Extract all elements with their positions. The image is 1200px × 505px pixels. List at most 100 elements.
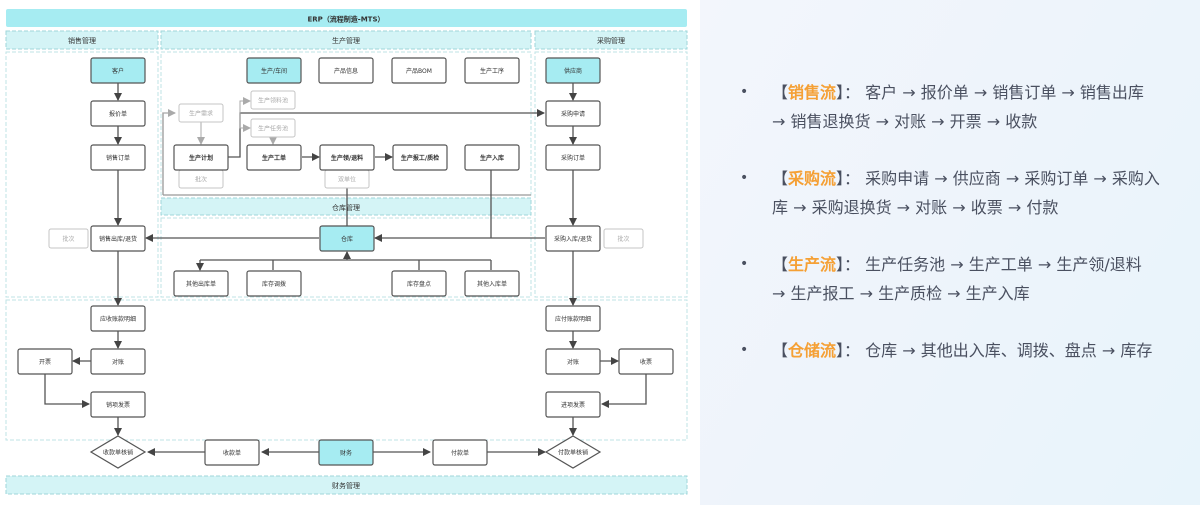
node-prod-inbound[interactable]: 生产入库: [464, 144, 520, 171]
node-report-qc[interactable]: 生产报工/质检: [392, 144, 448, 171]
node-plan-batch[interactable]: 批次: [178, 169, 224, 189]
node-product-bom[interactable]: 产品BOM: [391, 57, 447, 84]
svg-text:生产工单: 生产工单: [262, 154, 286, 162]
node-pick-return[interactable]: 生产领/退料: [319, 144, 375, 171]
svg-text:客户: 客户: [112, 67, 124, 75]
flow-text: 客户 → 报价单 → 销售订单 → 销售出库 → 销售退换货 → 对账 → 开票…: [772, 83, 1144, 131]
node-process[interactable]: 生产工序: [464, 57, 520, 84]
separator: ：: [844, 169, 861, 188]
node-other-in[interactable]: 其他入库单: [464, 270, 520, 297]
node-ar-detail[interactable]: 应收账款明细: [90, 305, 146, 332]
flow-item-purchase: • 【采购流】： 采购申请 → 供应商 → 采购订单 → 采购入库 → 采购退换…: [740, 164, 1160, 222]
svg-text:开票: 开票: [39, 359, 51, 366]
bracket-close: 】: [836, 83, 845, 102]
node-work-order[interactable]: 生产工单: [246, 144, 302, 171]
node-purchase-order[interactable]: 采购订单: [545, 144, 601, 171]
svg-text:财务管理: 财务管理: [332, 481, 360, 490]
svg-text:其他出库单: 其他出库单: [186, 280, 216, 288]
node-purchase-reconcile[interactable]: 对账: [545, 348, 601, 375]
node-receipt-writeoff[interactable]: 收款单核销: [89, 435, 147, 469]
node-supplier[interactable]: 供应商: [545, 57, 601, 84]
svg-text:批次: 批次: [617, 235, 629, 243]
node-task-pool[interactable]: 生产任务池: [250, 118, 296, 138]
svg-text:生产计划: 生产计划: [189, 154, 213, 162]
svg-text:生产需求: 生产需求: [189, 110, 213, 118]
node-prod-plan[interactable]: 生产计划: [173, 144, 229, 171]
svg-text:销售出库/退货: 销售出库/退货: [99, 235, 137, 243]
svg-text:进项发票: 进项发票: [561, 401, 585, 409]
flow-text: 生产任务池 → 生产工单 → 生产领/退料 → 生产报工 → 生产质检 → 生产…: [772, 255, 1142, 303]
node-stocktake[interactable]: 库存盘点: [391, 270, 447, 297]
separator: ：: [844, 341, 861, 360]
svg-text:销项发票: 销项发票: [106, 401, 130, 409]
svg-text:付款单核销: 付款单核销: [558, 449, 588, 457]
flow-text: 采购申请 → 供应商 → 采购订单 → 采购入库 → 采购退换货 → 对账 → …: [772, 169, 1160, 217]
svg-text:产品BOM: 产品BOM: [406, 67, 432, 75]
svg-text:库存调拨: 库存调拨: [262, 280, 286, 288]
bracket-open: 【: [772, 83, 789, 102]
node-sales-invoice[interactable]: 销项发票: [90, 391, 146, 418]
node-payment-writeoff[interactable]: 付款单核销: [544, 435, 602, 469]
node-purchase-invoice[interactable]: 进项发票: [545, 391, 601, 418]
node-invoice-issue[interactable]: 开票: [17, 348, 73, 375]
node-dual-unit[interactable]: 双单位: [324, 169, 370, 189]
svg-text:生产/车间: 生产/车间: [261, 67, 287, 75]
svg-text:批次: 批次: [62, 235, 74, 243]
edge-receiveinvoice-purchaseinvoice: [601, 374, 647, 408]
node-warehouse[interactable]: 仓库: [319, 225, 375, 252]
section-header-production: 生产管理: [160, 30, 532, 50]
ghost-connectors: [163, 97, 277, 145]
svg-text:收款单: 收款单: [223, 449, 241, 457]
node-sales-order[interactable]: 销售订单: [90, 144, 146, 171]
node-sales-batch[interactable]: 批次: [48, 228, 89, 249]
svg-text:采购申请: 采购申请: [561, 110, 585, 118]
section-header-warehouse: 仓库管理: [160, 197, 532, 216]
svg-text:生产任务池: 生产任务池: [258, 125, 288, 133]
node-payment[interactable]: 付款单: [432, 439, 488, 466]
node-prod-demand[interactable]: 生产需求: [178, 103, 224, 123]
connectors: [44, 83, 647, 456]
bracket-close: 】: [836, 169, 845, 188]
node-purchase-request[interactable]: 采购申请: [545, 100, 601, 127]
svg-text:仓库: 仓库: [341, 235, 353, 243]
node-quote[interactable]: 报价单: [90, 100, 146, 127]
svg-text:采购管理: 采购管理: [597, 36, 625, 45]
node-transfer[interactable]: 库存调拨: [246, 270, 302, 297]
node-other-out[interactable]: 其他出库单: [173, 270, 229, 297]
diagram-title: ERP（流程制造-MTS）: [308, 15, 385, 24]
node-sales-reconcile[interactable]: 对账: [90, 348, 146, 375]
svg-text:生产管理: 生产管理: [332, 36, 360, 45]
node-customer[interactable]: 客户: [90, 57, 146, 84]
svg-text:收款单核销: 收款单核销: [103, 449, 133, 457]
node-purchase-batch[interactable]: 批次: [603, 228, 644, 249]
svg-text:付款单: 付款单: [451, 449, 469, 457]
svg-text:生产领料池: 生产领料池: [258, 97, 288, 105]
node-invoice-receive[interactable]: 收票: [618, 348, 674, 375]
flow-title: 生产流: [788, 255, 837, 274]
node-material-pool[interactable]: 生产领料池: [250, 90, 296, 110]
node-ap-detail[interactable]: 应付账款明细: [545, 305, 601, 332]
svg-text:销售管理: 销售管理: [68, 36, 96, 45]
node-receipt[interactable]: 收款单: [204, 439, 260, 466]
flow-text: 仓库 → 其他出入库、调拨、盘点 → 库存: [865, 341, 1153, 360]
node-sales-outbound[interactable]: 销售出库/退货: [90, 225, 146, 252]
node-workshop[interactable]: 生产/车间: [246, 57, 302, 84]
section-body-sales: [5, 51, 159, 298]
svg-text:采购订单: 采购订单: [561, 154, 585, 162]
section-body-purchase: [534, 51, 688, 298]
svg-text:生产工序: 生产工序: [480, 67, 504, 75]
node-product-info[interactable]: 产品信息: [318, 57, 374, 84]
node-purchase-inbound[interactable]: 采购入库/退货: [545, 225, 601, 252]
svg-text:产品信息: 产品信息: [334, 67, 358, 75]
flow-title: 销售流: [788, 83, 837, 102]
svg-text:仓库管理: 仓库管理: [332, 203, 360, 212]
svg-text:应付账款明细: 应付账款明细: [555, 315, 591, 323]
erp-flow-diagram: ERP（流程制造-MTS） 销售管理 生产管理 采购管理 仓库管理 财务管理: [5, 9, 688, 495]
flow-item-sales: • 【销售流】： 客户 → 报价单 → 销售订单 → 销售出库 → 销售退换货 …: [740, 78, 1160, 136]
svg-text:生产领/退料: 生产领/退料: [331, 154, 363, 162]
edge-loop-left: [162, 112, 175, 195]
node-finance[interactable]: 财务: [318, 439, 374, 466]
svg-text:生产报工/质检: 生产报工/质检: [401, 154, 439, 162]
bracket-open: 【: [772, 341, 789, 360]
svg-text:其他入库单: 其他入库单: [477, 280, 507, 288]
